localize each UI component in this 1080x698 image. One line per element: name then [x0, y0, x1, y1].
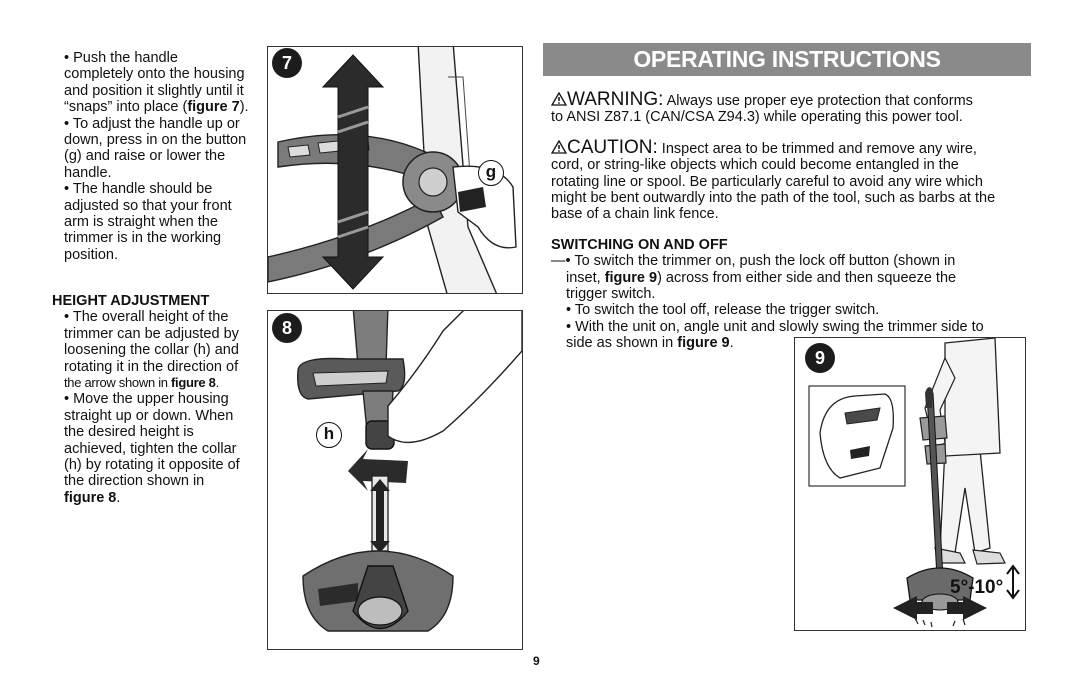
figure-8-drawing	[297, 311, 522, 632]
paragraph-adjust-handle: • To adjust the handle up or down, press…	[64, 115, 247, 181]
figure-8-number: 8	[272, 313, 302, 343]
right-column: WARNING: Always use proper eye protectio…	[551, 89, 1029, 352]
paragraph-overall-height: • The overall height of the trimmer can …	[64, 309, 239, 391]
section-banner: OPERATING INSTRUCTIONS	[543, 43, 1031, 76]
left-column: • Push the handle completely onto the ho…	[64, 50, 270, 263]
caution-paragraph: CAUTION: Inspect area to be trimmed and …	[551, 136, 996, 223]
figure-9-drawing	[808, 338, 1020, 628]
figure-8-illustration	[267, 310, 523, 650]
figure-9-angle-label: 5°-10°	[950, 577, 1004, 598]
paragraph-swing: • With the unit on, angle unit and slowl…	[566, 318, 984, 352]
paragraph-switch-on: —• To switch the trimmer on, push the lo…	[551, 253, 957, 303]
paragraph-switch-off: • To switch the tool off, release the tr…	[566, 302, 880, 319]
paragraph-move-housing: • Move the upper housing straight up or …	[64, 391, 240, 506]
heading-switching: SWITCHING ON AND OFF	[551, 236, 728, 253]
figure-7-drawing	[268, 47, 517, 293]
figure-7-illustration	[267, 46, 523, 294]
figure-9-illustration	[794, 337, 1026, 631]
page-number: 9	[533, 654, 540, 668]
warning-paragraph: WARNING: Always use proper eye protectio…	[551, 89, 973, 126]
paragraph-push-handle: • Push the handle completely onto the ho…	[64, 50, 249, 116]
caution-triangle-icon	[551, 139, 567, 154]
paragraph-handle-position: • The handle should be adjusted so that …	[64, 181, 232, 263]
left-column-lower: HEIGHT ADJUSTMENT • The overall height o…	[52, 293, 272, 506]
warning-triangle-icon	[551, 92, 567, 106]
figure-7-number: 7	[272, 48, 302, 78]
heading-height-adjustment: HEIGHT ADJUSTMENT	[52, 293, 210, 309]
figure-9-number: 9	[805, 343, 835, 373]
figure-8-callout-h: h	[316, 422, 342, 448]
figure-7-callout-g: g	[478, 160, 504, 186]
